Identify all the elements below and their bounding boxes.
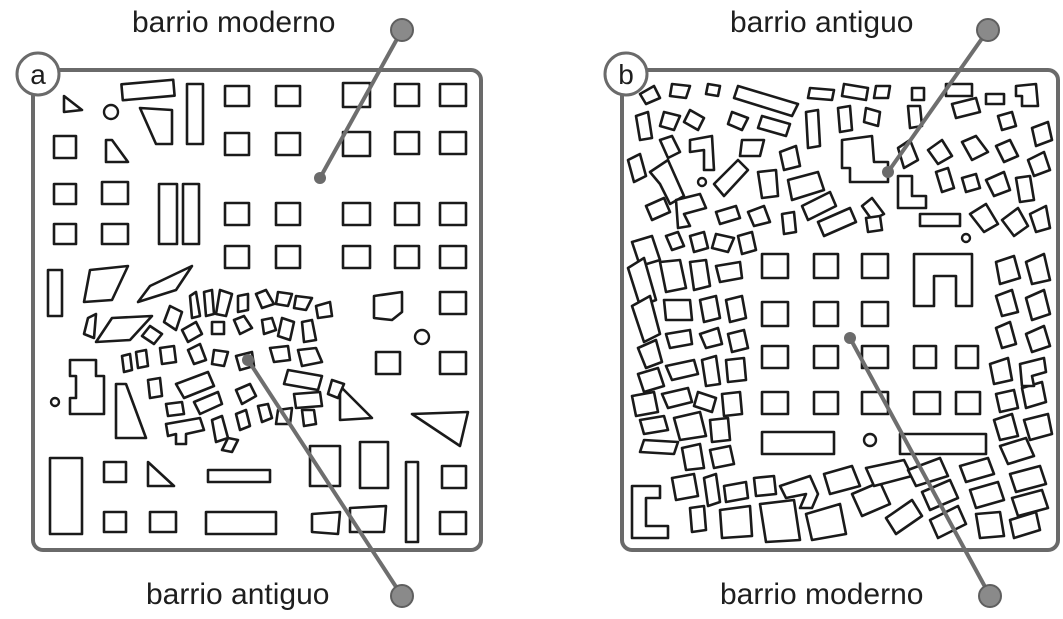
panel-a-top-marker-icon bbox=[390, 18, 414, 42]
panel-a-pointers bbox=[242, 18, 414, 608]
panel-a-modern-grid bbox=[46, 78, 470, 544]
panel-a-frame bbox=[31, 68, 483, 552]
panel-b-label-old: barrio antiguo bbox=[730, 6, 914, 39]
panel-a: a bbox=[15, 18, 483, 608]
panel-a-bottom-marker-icon bbox=[390, 584, 414, 608]
panel-b-bottom-marker-icon bbox=[978, 584, 1002, 608]
panel-b-modern-grid bbox=[760, 252, 988, 456]
panel-b-badge-text: b bbox=[618, 59, 634, 90]
panel-a-label-modern: barrio moderno bbox=[132, 6, 336, 39]
panel-b-badge: b bbox=[603, 51, 649, 97]
panel-a-label-old: barrio antiguo bbox=[146, 578, 330, 611]
panel-b-label-modern: barrio moderno bbox=[720, 578, 924, 611]
panel-b: b bbox=[603, 18, 1060, 608]
panel-b-top-marker-icon bbox=[976, 18, 1000, 42]
panel-a-badge-text: a bbox=[30, 59, 46, 90]
panel-b-old-quarter bbox=[626, 82, 1054, 544]
panel-a-badge: a bbox=[15, 51, 61, 97]
panel-a-old-quarter bbox=[120, 288, 346, 454]
panel-b-pointers bbox=[844, 18, 1002, 608]
